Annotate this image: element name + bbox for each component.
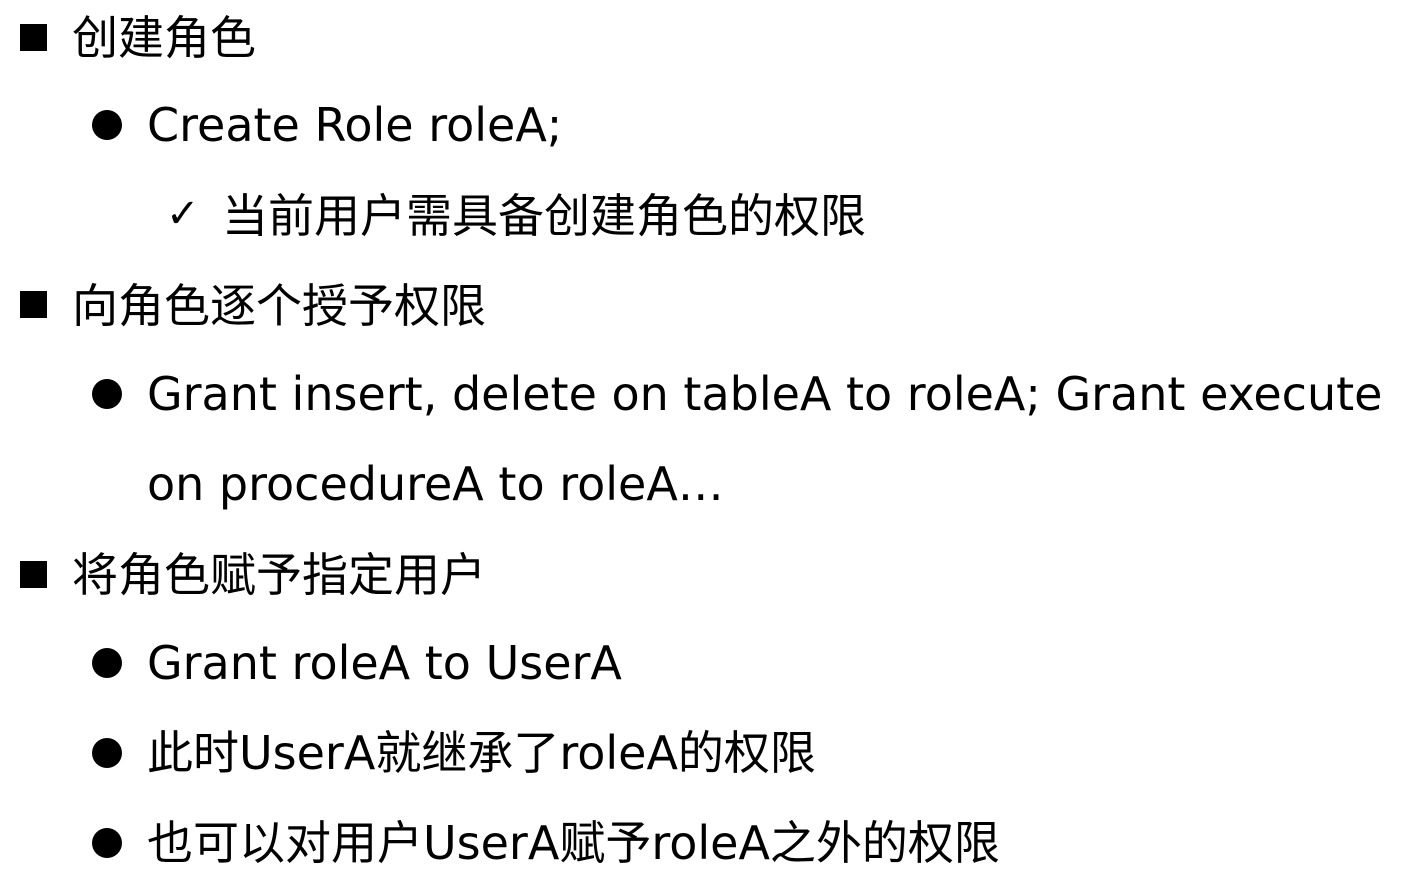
bullet-dot-icon <box>92 828 122 858</box>
item-create-role-statement: Create Role roleA; <box>147 98 563 152</box>
item-grant-role-statement: Grant roleA to UserA <box>147 636 622 690</box>
heading-create-role: 创建角色 <box>72 11 256 65</box>
heading-grant-privileges: 向角色逐个授予权限 <box>72 279 486 333</box>
bullet-dot-icon <box>92 648 122 678</box>
bullet-dot-icon <box>92 110 122 140</box>
bullet-square-icon <box>20 291 47 318</box>
checkmark-icon: ✓ <box>166 191 200 237</box>
bullet-dot-icon <box>92 738 122 768</box>
heading-assign-role: 将角色赋予指定用户 <box>72 548 486 602</box>
item-grant-statement-continuation: on procedureA to roleA… <box>147 457 724 511</box>
bullet-square-icon <box>20 24 47 51</box>
item-privilege-note: 当前用户需具备创建角色的权限 <box>222 189 866 243</box>
bullet-square-icon <box>20 561 47 588</box>
item-extra-privileges-note: 也可以对用户UserA赋予roleA之外的权限 <box>147 816 1000 870</box>
bullet-dot-icon <box>92 379 122 409</box>
item-grant-statement: Grant insert, delete on tableA to roleA;… <box>147 367 1383 421</box>
item-inherit-note: 此时UserA就继承了roleA的权限 <box>147 726 816 780</box>
